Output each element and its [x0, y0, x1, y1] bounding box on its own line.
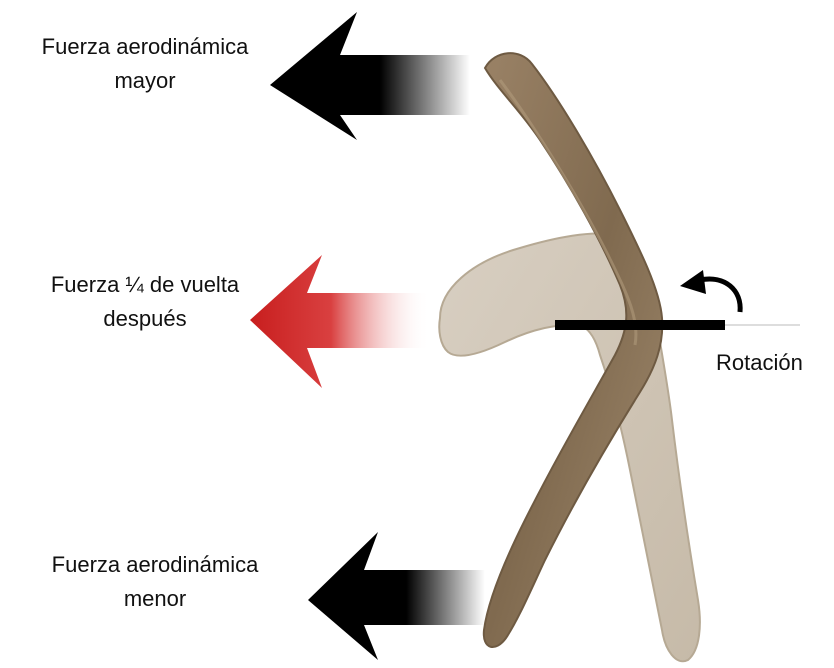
label-minor-force-line1: Fuerza aerodinámica	[20, 548, 290, 582]
force-arrow-major	[270, 12, 470, 140]
label-quarter-turn-line2: después	[20, 302, 270, 336]
label-major-force-line1: Fuerza aerodinámica	[0, 30, 290, 64]
force-arrow-minor	[308, 532, 485, 660]
rotation-axis	[555, 320, 800, 330]
curved-arrow-icon	[680, 270, 740, 312]
label-quarter-turn-line1: Fuerza ¼ de vuelta	[20, 268, 270, 302]
label-minor-force: Fuerza aerodinámica menor	[20, 548, 290, 616]
boomerang-front	[484, 53, 662, 647]
label-minor-force-line2: menor	[20, 582, 290, 616]
label-quarter-turn-force: Fuerza ¼ de vuelta después	[20, 268, 270, 336]
label-major-force: Fuerza aerodinámica mayor	[0, 30, 290, 98]
label-rotation: Rotación	[716, 346, 834, 380]
label-major-force-line2: mayor	[0, 64, 290, 98]
force-arrow-quarter-turn	[250, 255, 430, 388]
